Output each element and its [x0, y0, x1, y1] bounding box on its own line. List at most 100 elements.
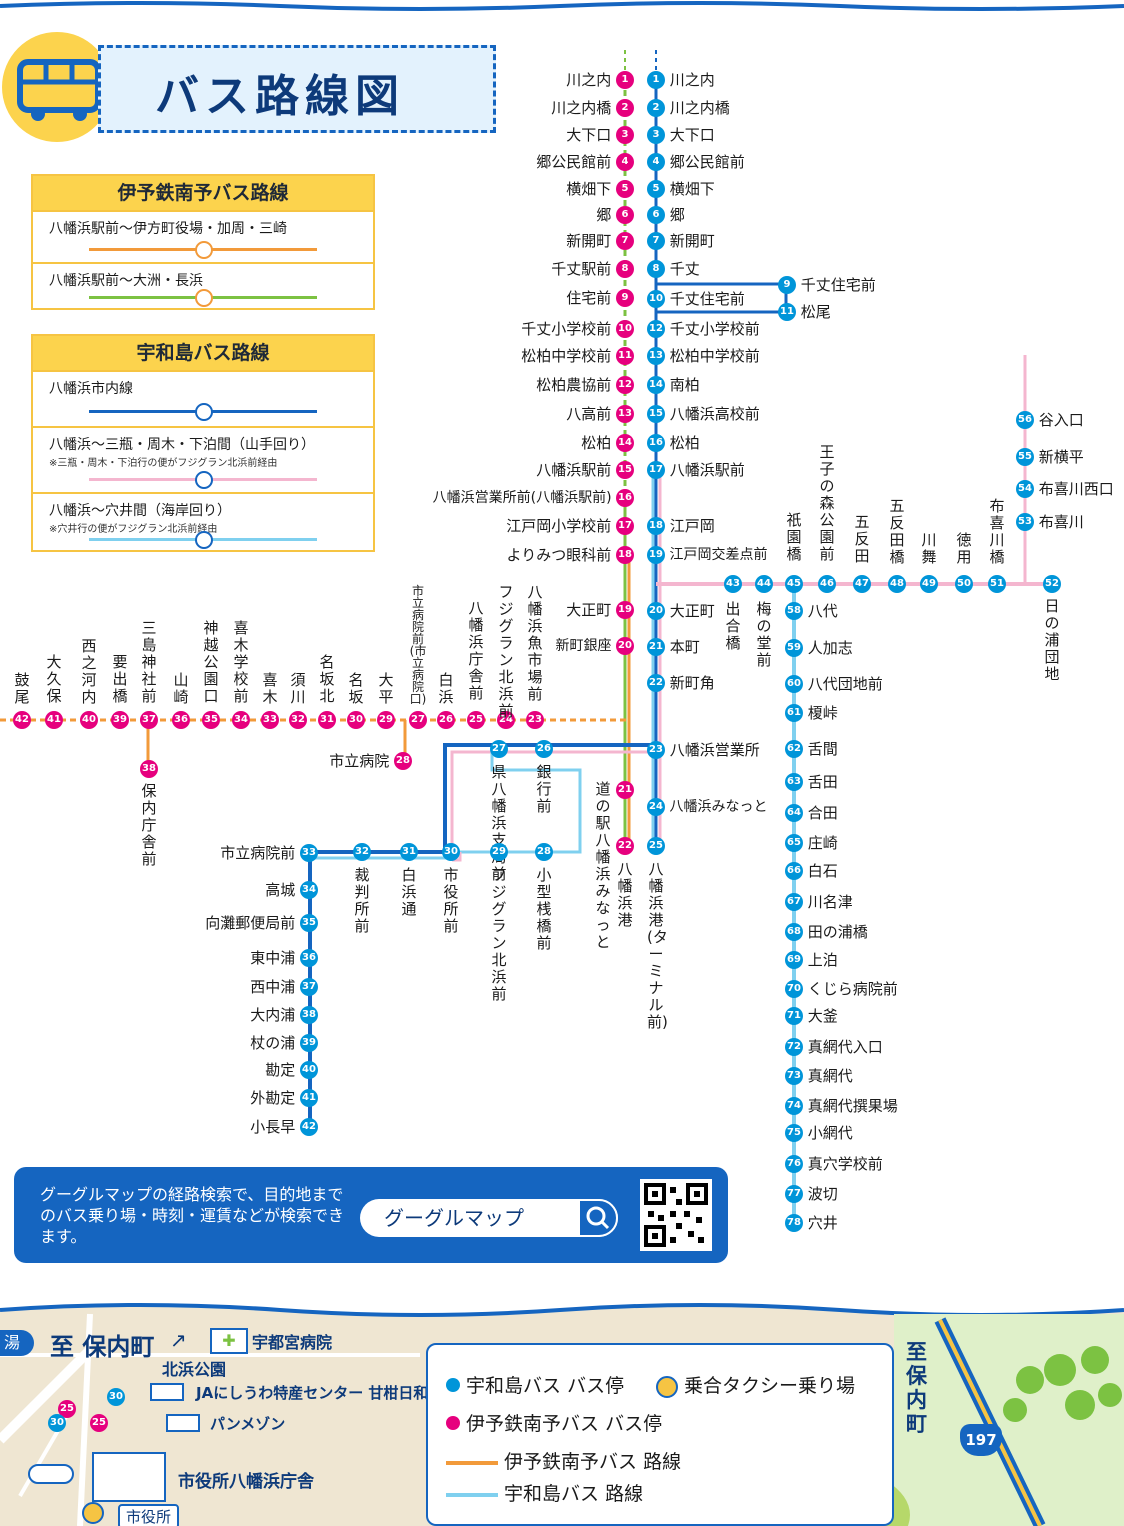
iyo-stop-31-label: 名坂北 — [319, 653, 335, 705]
map-to-honai-vertical: 至保内町 — [906, 1340, 927, 1436]
map-city-hall: 市役所 — [118, 1504, 180, 1526]
map-ja-center: JAにしうわ特産センター 甘柑日和 — [196, 1384, 429, 1402]
uwa-stop-43-label: 出合橋 — [725, 600, 741, 652]
uwa-stop-42: 小長早 42 — [250, 1118, 318, 1136]
iyo-stop-36: 36 — [172, 711, 190, 729]
iyo-stop-36-label: 山崎 — [173, 671, 189, 706]
iyo-stop-27: 27 — [409, 711, 427, 729]
uwa-stop-55: 55 新横平 — [1016, 448, 1084, 466]
shop-icon-2 — [166, 1414, 200, 1432]
legend-iyo-stop: 伊予鉄南予バス バス停 — [446, 1409, 662, 1436]
taxi-stop-icon — [656, 1375, 678, 1398]
iyo-stop-15: 八幡浜駅前 15 — [536, 461, 634, 479]
google-maps-search[interactable]: グーグルマップ — [360, 1199, 618, 1237]
uwa-stop-29: 29 — [490, 843, 508, 861]
uwa-stop-32: 32 — [353, 843, 371, 861]
uwa-stop-25-label: 八幡浜港(ターミナル前) — [647, 860, 668, 1031]
iyo-stop-1: 川之内 1 — [566, 71, 634, 89]
uwa-stop-37: 西中浦 37 — [250, 978, 318, 996]
qr-code-icon[interactable] — [640, 1179, 712, 1251]
page-title: バス路線図 — [155, 71, 405, 122]
legend-iyo-label-1: 八幡浜駅前〜伊方町役場・加周・三崎 — [49, 221, 287, 237]
uwa-stop-49: 49 — [920, 575, 938, 593]
iyo-stop-41: 41 — [45, 711, 63, 729]
map-pin-magenta-icon — [446, 1416, 460, 1430]
uwa-stop-64: 64 合田 — [785, 804, 838, 822]
uwa-stop-45: 45 — [785, 575, 803, 593]
uwa-stop-16: 16 松柏 — [647, 434, 700, 452]
iyo-stop-32: 32 — [289, 711, 307, 729]
legend-line-pink — [89, 471, 317, 489]
uwa-stop-5: 5 横畑下 — [647, 180, 715, 198]
iyo-stop-27-label: 市立病院前(市立病院口) — [409, 584, 427, 706]
search-icon[interactable] — [578, 1199, 618, 1237]
map-hot-spring: 湯 — [0, 1330, 34, 1356]
legend-line-blue — [89, 403, 317, 421]
iyo-stop-38: 38 — [140, 760, 158, 778]
uwa-stop-75: 75 小網代 — [785, 1124, 853, 1142]
uwa-stop-46-label: 王子の森公園前 — [819, 443, 835, 563]
legend-uwajima: 宇和島バス路線 八幡浜市内線 八幡浜〜三瓶・周木・下泊間（山手回り） ※三瓶・周… — [31, 334, 375, 552]
legend-uwa-note-2: ※三瓶・周木・下泊行の便がフジグラン北浜前経由 — [49, 458, 278, 469]
iyo-stop-13: 八高前 13 — [566, 405, 634, 423]
uwa-stop-35: 向灘郵便局前 35 — [205, 914, 318, 932]
iyo-stop-2: 川之内橋 2 — [551, 99, 634, 117]
iyo-stop-21-label: 道の駅八幡浜みなっと — [595, 780, 611, 951]
map-stop-a: 30 — [107, 1388, 125, 1406]
uwa-stop-39: 杖の浦 39 — [250, 1034, 318, 1052]
uwa-stop-69: 69 上泊 — [785, 951, 838, 969]
legend-uwa-row-1: 八幡浜市内線 — [33, 370, 373, 426]
map-stop-d: 25 — [90, 1414, 108, 1432]
legend-iyo-label-2: 八幡浜駅前〜大洲・長浜 — [49, 273, 203, 289]
iyo-stop-18: よりみつ眼科前 18 — [507, 546, 634, 564]
iyo-stop-34: 34 — [232, 711, 250, 729]
iyo-stop-11: 松柏中学校前 11 — [521, 347, 634, 365]
legend-iyo-route: 伊予鉄南予バス 路線 — [446, 1447, 681, 1474]
iyo-stop-25: 25 — [467, 711, 485, 729]
uwa-stop-48-label: 五反田橋 — [889, 497, 905, 566]
uwa-stop-36: 東中浦 36 — [250, 949, 318, 967]
uwa-stop-63: 63 舌田 — [785, 773, 838, 791]
iyo-stop-42: 42 — [13, 711, 31, 729]
uwa-stop-25: 25 — [647, 837, 665, 855]
lightblue-line-swatch — [446, 1492, 498, 1497]
uwa-stop-7: 7 新開町 — [647, 232, 715, 250]
uwa-stop-51-label: 布喜川橋 — [989, 497, 1005, 566]
iyo-stop-30: 30 — [347, 711, 365, 729]
uwa-stop-22: 22 新町角 — [647, 674, 715, 692]
map-legend: 宇和島バス バス停 乗合タクシー乗り場 伊予鉄南予バス バス停 伊予鉄南予バス … — [426, 1343, 894, 1526]
uwa-stop-28-label: 小型桟橋前 — [536, 866, 552, 952]
uwa-stop-24: 24 八幡浜みなっと — [647, 798, 767, 816]
uwa-stop-8: 8 千丈 — [647, 260, 700, 278]
uwa-stop-26: 26 — [535, 740, 553, 758]
uwa-stop-66: 66 白石 — [785, 862, 838, 880]
iyo-stop-39-label: 要出橋 — [112, 653, 128, 705]
iyo-stop-3: 大下口 3 — [566, 126, 634, 144]
iyo-stop-26: 26 — [437, 711, 455, 729]
iyo-stop-37-label: 三島神社前 — [141, 619, 157, 705]
uwa-stop-9: 9 千丈住宅前 — [778, 276, 876, 294]
uwa-stop-41: 外勘定 41 — [250, 1089, 318, 1107]
uwa-stop-12: 12 千丈小学校前 — [647, 320, 760, 338]
legend-uwa-stop: 宇和島バス バス停 — [446, 1371, 624, 1398]
uwa-stop-52: 52 — [1043, 575, 1061, 593]
legend-line-orange — [89, 241, 317, 259]
iyo-stop-17: 江戸岡小学校前 17 — [506, 517, 634, 535]
iyo-stop-24: 24 — [497, 711, 515, 729]
legend-uwa-label-3: 八幡浜〜穴井間（海岸回り） — [49, 503, 231, 519]
uwa-stop-48: 48 — [888, 575, 906, 593]
legend-iyo-row-1: 八幡浜駅前〜伊方町役場・加周・三崎 — [33, 210, 373, 262]
uwa-stop-1: 1 川之内 — [647, 71, 715, 89]
iyo-stop-38-label: 保内庁舎前 — [141, 782, 157, 868]
uwa-stop-19: 19 江戸岡交差点前 — [647, 546, 767, 564]
uwa-stop-2: 2 川之内橋 — [647, 99, 730, 117]
uwa-stop-78: 78 穴井 — [785, 1214, 838, 1232]
uwa-stop-50-label: 徳用 — [956, 531, 972, 566]
legend-uwa-label-1: 八幡浜市内線 — [49, 381, 133, 397]
iyo-stop-22-label: 八幡浜港 — [617, 860, 633, 929]
uwa-stop-44: 44 — [755, 575, 773, 593]
iyo-stop-30-label: 名坂 — [348, 671, 364, 706]
uwa-stop-47: 47 — [853, 575, 871, 593]
iyo-stop-39: 39 — [111, 711, 129, 729]
